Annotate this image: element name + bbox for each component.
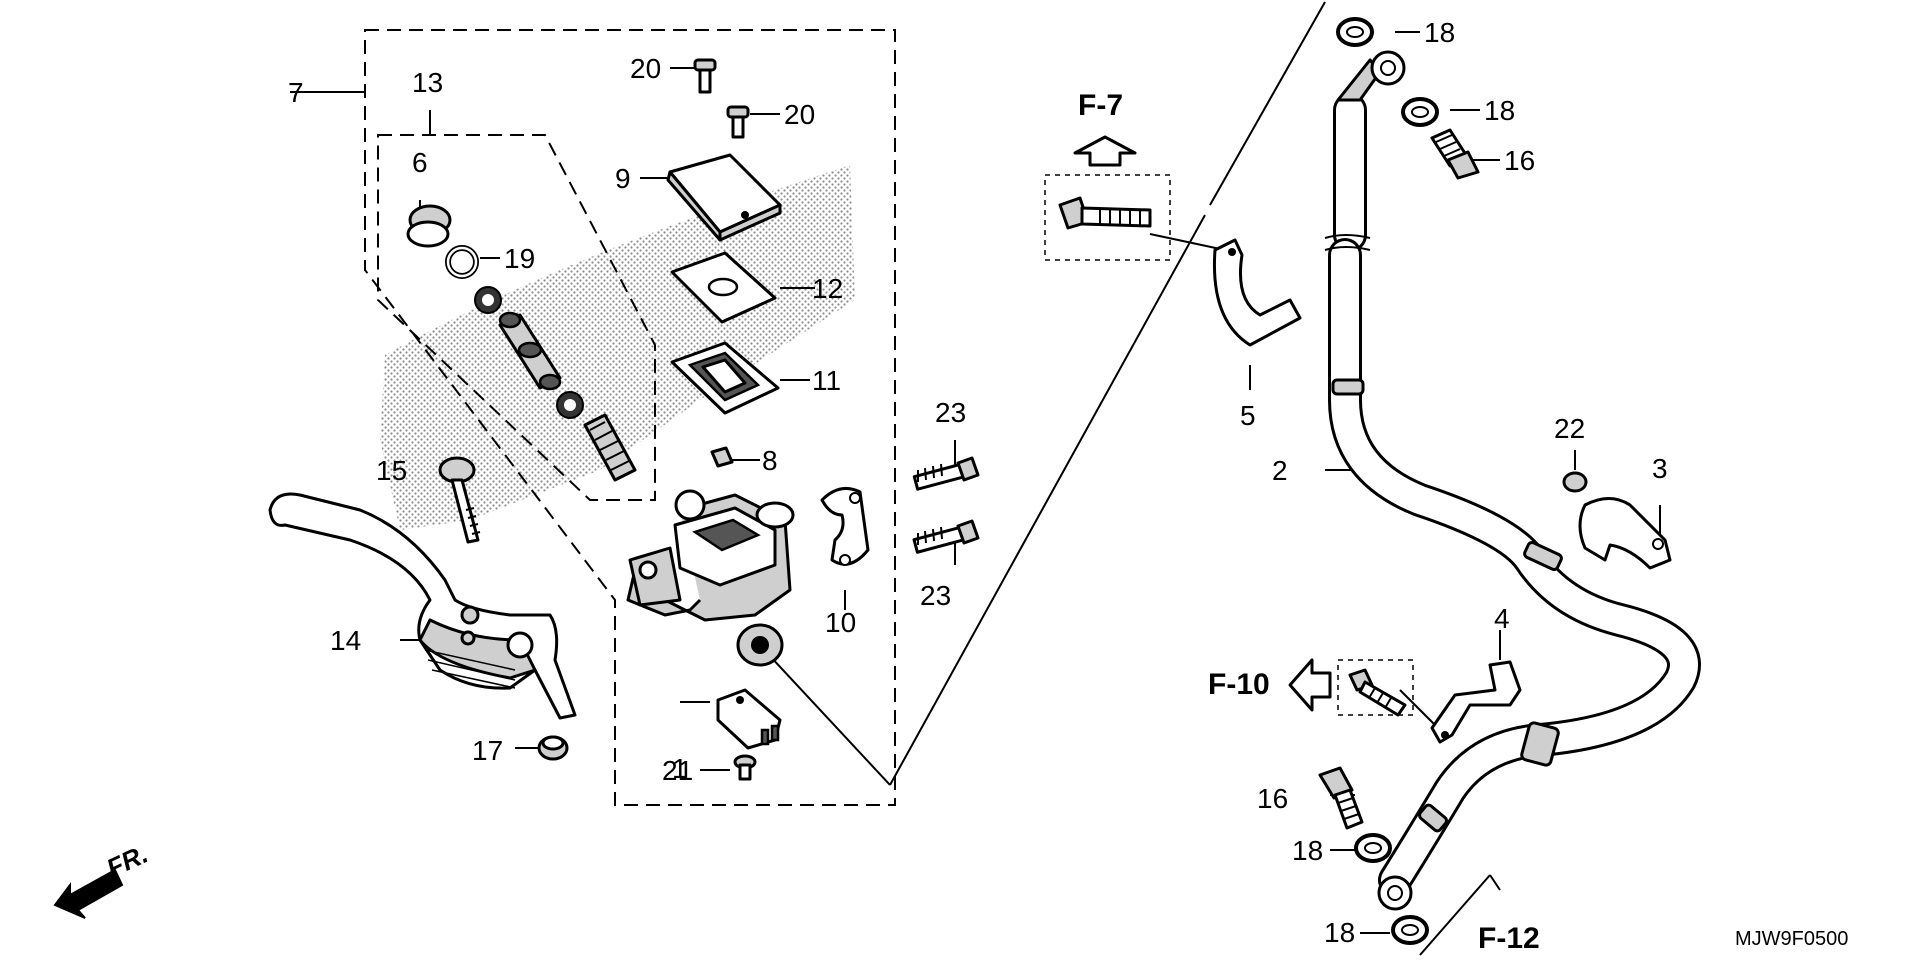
master-cylinder-body [626,489,795,667]
part-18-washer-3 [1354,833,1392,863]
callout-14: 14 [330,625,361,656]
callout-17: 17 [472,735,503,766]
part-19-circlip [445,245,479,279]
part-10-holder [820,486,870,566]
part-12-diaphragm-plate [670,251,777,324]
part-20-screw-second [726,105,750,139]
callout-20-second: 20 [784,99,815,130]
part-15-pivot-bolt [438,456,481,544]
part-21-screw [733,754,757,781]
callout-11: 11 [812,365,841,396]
callout-16-bottom: 16 [1257,783,1288,814]
hose-fittings [1331,50,1563,911]
leader-lines [400,1,1661,956]
callout-6: 6 [412,147,428,178]
part-3-hose-clamp [1578,497,1672,570]
group-7-outline [290,29,896,806]
callout-20-top: 20 [630,53,661,84]
callout-2: 2 [1272,455,1288,486]
callout-8: 8 [762,445,778,476]
callout-1: 1 [672,753,688,784]
part-14-brake-lever [268,492,577,720]
shaded-area [380,165,855,530]
callout-3: 3 [1652,453,1668,484]
diagram-code: MJW9F0500 [1735,928,1848,950]
part-16-oil-bolt-bottom [1318,766,1364,830]
callout-16-top: 16 [1504,145,1535,176]
f10-arrow-left [1288,658,1332,712]
part-22-bolt [1562,471,1588,493]
f10-bolt-box [1337,659,1414,717]
part-2-brake-hose [1324,93,1701,897]
part-9-reservoir-cap [666,153,782,242]
callout-9: 9 [615,163,631,194]
part-17-nut [537,735,569,761]
part-4-stay [1430,660,1522,744]
ref-f12: F-12 [1478,922,1540,955]
callout-7: 7 [288,77,304,108]
part-20-screw-top [693,58,717,94]
f7-arrow-up [1073,135,1137,167]
callout-labels: 1 2 3 4 5 6 7 8 9 10 11 12 13 14 15 16 1… [288,17,1668,948]
part-16-oil-bolt-top [1430,128,1480,180]
part-23-bolt-lower [912,519,980,554]
callout-5: 5 [1240,400,1256,431]
part-1-stop-switch [716,688,782,750]
callout-13: 13 [412,67,443,98]
part-6-boot [406,204,452,248]
part-18-washer-1 [1336,17,1374,47]
part-23-bolt-upper [912,456,980,491]
piston [498,311,562,391]
ref-f7: F-7 [1078,89,1123,122]
front-direction-arrow [53,868,124,919]
callout-18-4: 18 [1324,917,1355,948]
reference-labels: F-7 F-10 F-12 [1078,89,1540,955]
group-13-outline [377,110,656,501]
callout-15: 15 [376,455,407,486]
part-11-diaphragm [670,341,780,415]
part-18-washer-4 [1391,915,1429,945]
callout-19: 19 [504,243,535,274]
piston-spring [583,413,637,482]
part-8-clip [710,446,734,468]
callout-18-3: 18 [1292,835,1323,866]
part-5-stay [1212,238,1302,347]
callout-10: 10 [825,607,856,638]
callout-21: 21 [662,755,693,786]
callout-23-top: 23 [935,397,966,428]
callout-18-1: 18 [1424,17,1455,48]
callout-4: 4 [1494,603,1510,634]
f7-bolt-box [1044,174,1171,261]
callout-12: 12 [812,273,843,304]
callout-18-2: 18 [1484,95,1515,126]
part-18-washer-2 [1401,97,1439,127]
piston-cup [556,391,584,419]
piston-seal [474,286,502,314]
callout-22: 22 [1554,413,1585,444]
ref-f10: F-10 [1208,668,1270,701]
callout-23-bottom: 23 [920,580,951,611]
